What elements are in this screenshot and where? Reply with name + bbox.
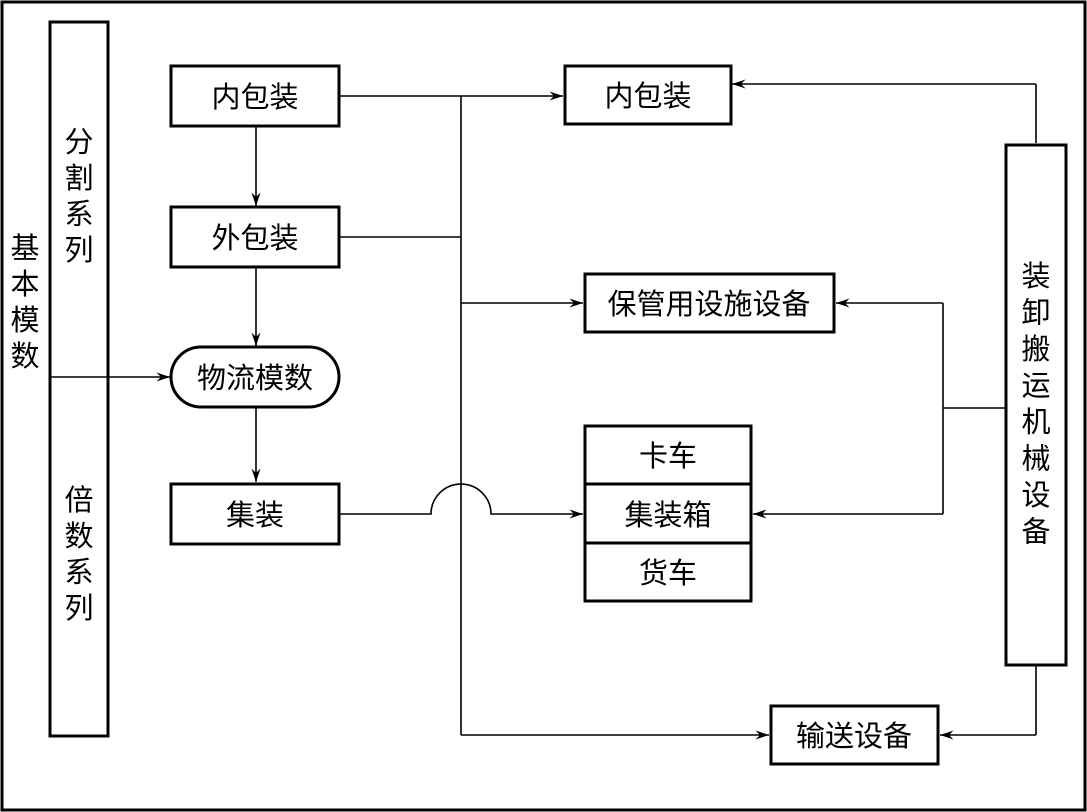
truck-box xyxy=(583,424,753,486)
outer-pack-box xyxy=(169,205,341,269)
consolidation-box xyxy=(169,482,341,546)
consolidation-label: 集装 xyxy=(226,498,284,532)
vertical-char: 系 xyxy=(64,197,93,231)
logistics-modulus-box xyxy=(169,345,341,409)
vertical-char: 设 xyxy=(1021,478,1050,512)
vertical-char: 本 xyxy=(10,267,39,301)
vertical-char: 装 xyxy=(1021,259,1050,293)
handling-machinery-box xyxy=(1004,143,1068,667)
storage-equipment-box xyxy=(583,272,836,334)
inner-pack-right-box xyxy=(563,64,733,126)
conveyor-equipment-label: 输送设备 xyxy=(796,719,912,753)
inner-pack-left-box xyxy=(169,64,341,128)
vertical-char: 基 xyxy=(10,231,39,265)
freight-car-label: 货车 xyxy=(639,556,697,590)
vertical-char: 分 xyxy=(64,125,93,159)
vertical-char: 列 xyxy=(64,233,93,267)
inner-pack-left-label: 内包装 xyxy=(211,80,298,114)
vertical-char: 机 xyxy=(1021,405,1050,439)
conveyor-equipment-box xyxy=(769,704,940,766)
arrow-consolidation-to-container xyxy=(339,483,583,519)
vertical-char: 备 xyxy=(1021,515,1050,549)
vertical-char: 搬 xyxy=(1021,332,1050,366)
container-box xyxy=(583,482,753,545)
storage-equipment-label: 保管用设施设备 xyxy=(607,287,810,321)
vertical-char: 割 xyxy=(64,161,93,195)
vertical-char: 系 xyxy=(64,555,93,589)
truck-label: 卡车 xyxy=(639,439,697,473)
connectors xyxy=(50,79,1037,740)
vertical-char: 倍 xyxy=(64,483,93,517)
freight-car-box xyxy=(583,541,753,603)
vertical-char: 模 xyxy=(10,303,39,337)
vertical-char: 数 xyxy=(64,519,93,553)
vertical-char: 械 xyxy=(1021,442,1050,476)
vertical-char: 卸 xyxy=(1021,296,1050,330)
container-label: 集装箱 xyxy=(624,498,711,532)
logistics-modulus-label: 物流模数 xyxy=(197,361,313,395)
vertical-char: 数 xyxy=(10,339,39,373)
outer-pack-label: 外包装 xyxy=(211,221,298,255)
inner-pack-right-label: 内包装 xyxy=(604,79,691,113)
vertical-char: 运 xyxy=(1021,369,1050,403)
vertical-char: 列 xyxy=(64,591,93,625)
series-column-box xyxy=(48,20,110,738)
